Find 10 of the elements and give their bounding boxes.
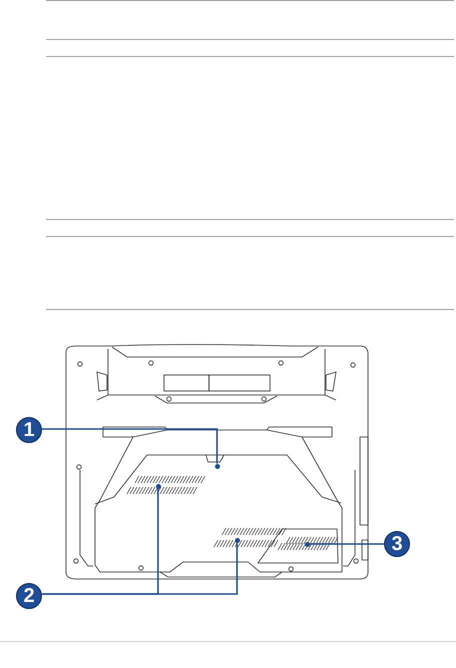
leader-line (42, 428, 218, 464)
leader-line (42, 542, 238, 595)
callout-point (156, 484, 160, 488)
callout-point (214, 464, 220, 468)
callout-number: 2 (16, 583, 42, 609)
callout-point (304, 542, 310, 546)
leader-line (310, 543, 384, 545)
callout-number: 1 (16, 417, 42, 443)
callout-point (234, 538, 240, 542)
callout-number: 3 (384, 531, 410, 557)
